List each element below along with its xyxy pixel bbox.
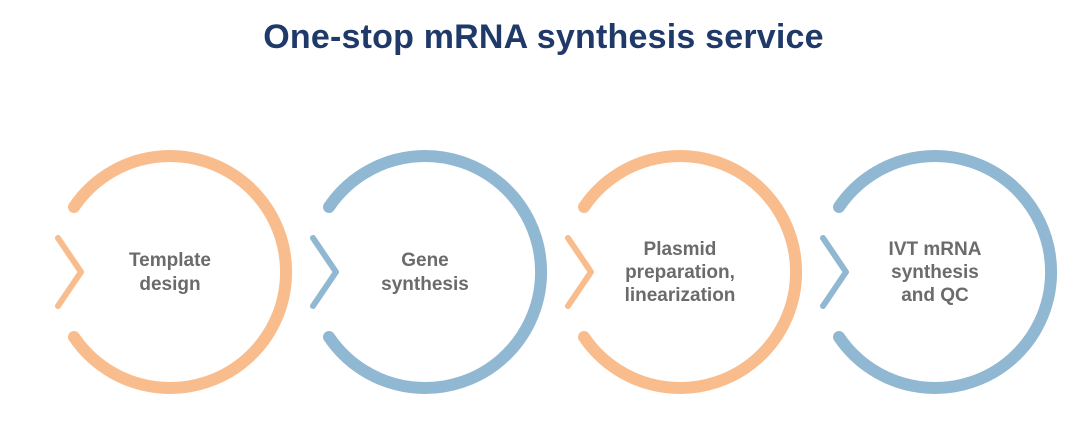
open-circle-outline <box>68 150 293 394</box>
stage-circle-graphic <box>565 150 803 394</box>
diagram-title: One-stop mRNA synthesis service <box>263 18 824 56</box>
chevron-right-icon <box>310 235 339 309</box>
stage-gene-synthesis: Gene synthesis <box>293 140 548 405</box>
stage-circle-graphic <box>310 150 548 394</box>
open-circle-outline <box>323 150 548 394</box>
open-circle-outline <box>578 150 803 394</box>
stage-circle-graphic <box>820 150 1058 394</box>
stage-template-design: Template design <box>38 140 293 405</box>
chevron-right-icon <box>55 235 84 309</box>
stage-row: Template design Gene synthesis Plasmid p… <box>38 140 1058 405</box>
stage-circle-graphic <box>55 150 293 394</box>
stage-plasmid-preparation: Plasmid preparation, linearization <box>548 140 803 405</box>
open-circle-outline <box>833 150 1058 394</box>
chevron-right-icon <box>820 235 849 309</box>
stage-ivt-mrna-synthesis: IVT mRNA synthesis and QC <box>803 140 1058 405</box>
chevron-right-icon <box>565 235 594 309</box>
